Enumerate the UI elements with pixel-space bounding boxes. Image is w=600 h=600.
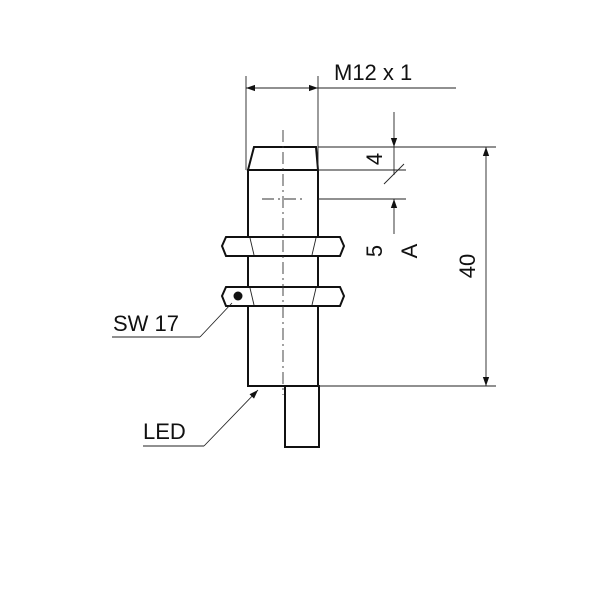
leader-line (199, 302, 233, 338)
thread-label: M12 x 1 (334, 60, 412, 85)
led-indicator (233, 291, 243, 301)
lower-nut-facet (249, 287, 255, 306)
length-dimension: 40 (318, 147, 496, 387)
sensing-axis-label: A (397, 243, 422, 258)
wrench-size-label: SW 17 (113, 311, 179, 336)
length-label: 40 (455, 254, 480, 278)
dimension-tick (383, 163, 405, 185)
active-face-label: 4 (362, 153, 387, 165)
upper-nut-facet (249, 237, 255, 256)
lower-nut-facet (311, 287, 317, 306)
sensor-body (220, 130, 346, 448)
cable (284, 385, 320, 448)
led-label: LED (143, 419, 186, 444)
thread-dimension: M12 x 1 (245, 60, 456, 170)
lower-nut (220, 286, 346, 307)
sensing-distance-label: 5 (362, 245, 387, 257)
wrench-size-callout: SW 17 (112, 302, 233, 338)
sensing-dimensions: 4 5 A (318, 112, 496, 258)
upper-nut-facet (311, 237, 317, 256)
led-callout: LED (143, 389, 259, 447)
leader-arrow (203, 389, 259, 447)
